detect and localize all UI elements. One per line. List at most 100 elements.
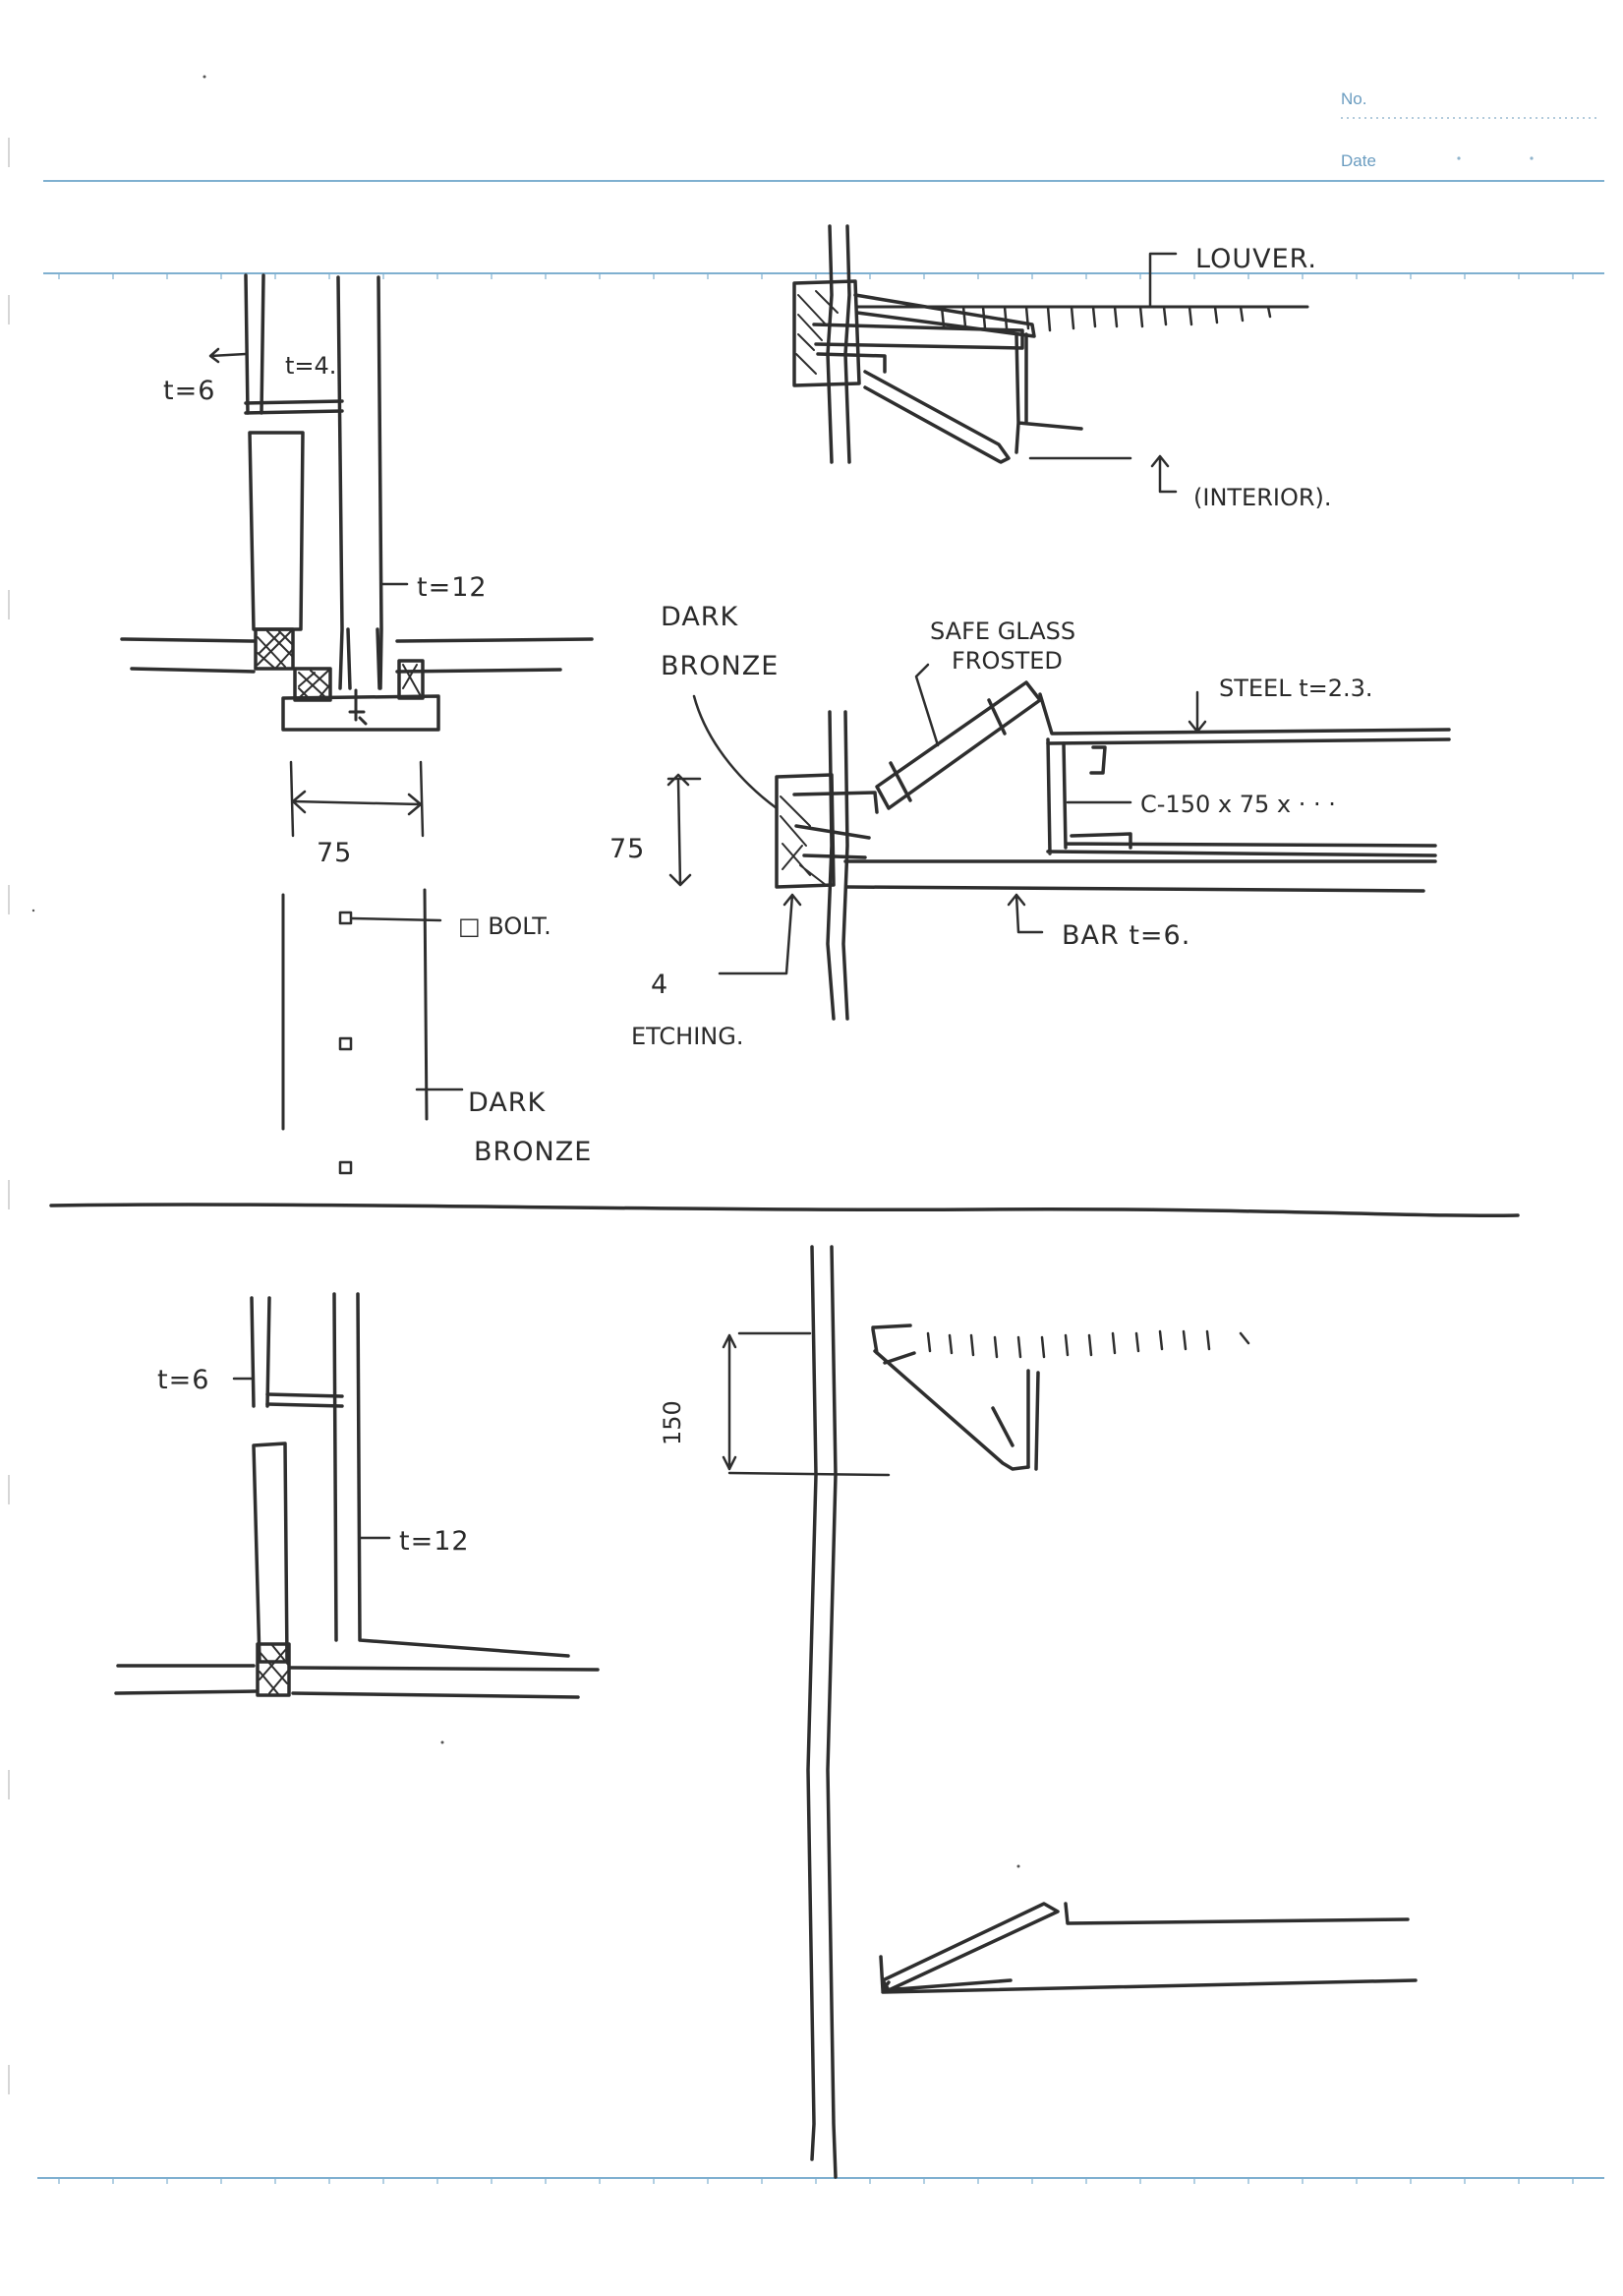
wall-line [806,1245,818,2161]
label-dim-150: 150 [659,1400,686,1445]
floor-line-upper [116,1664,600,1672]
label-etching-1: 4 [651,970,668,1000]
interior-leader [1028,454,1178,494]
label-interior: (INTERIOR). [1193,484,1332,511]
label-glass-2: FROSTED [952,647,1063,675]
labels-bottom-left: t=6 t=12 [157,1365,470,1557]
bracket-clip [1089,745,1107,775]
label-dim-75: 75 [317,838,352,868]
frame-inner [816,352,887,374]
bolt-square [338,1160,353,1175]
wall-line [841,710,849,1021]
frame-top [853,293,1036,338]
cap-plate [265,1392,344,1408]
plate-t12 [346,627,381,690]
bar-line [843,859,1437,893]
floor-line-upper [120,637,594,643]
base-plate [281,694,440,732]
labels-louver-top: LOUVER. (INTERIOR). [1193,244,1332,511]
mullion-outer-right [265,1296,271,1408]
dim-75-line [667,773,702,887]
mullion-inner-right [356,1292,570,1658]
label-t6: t=6 [157,1365,209,1395]
floor-line-lower [130,667,562,674]
detail-bottom-left [114,1292,600,1699]
mullion-outer-right [260,273,265,415]
date-dot [1530,156,1534,160]
label-etching-2: ETCHING. [631,1023,743,1050]
label-finish-2: BRONZE [474,1137,592,1167]
label-t12: t=12 [399,1526,470,1557]
t6-leader [208,347,248,364]
louver-fins [940,305,1272,332]
glass-panel [252,1442,289,1664]
label-finish-2: BRONZE [661,651,779,681]
label-t12: t=12 [417,572,488,603]
page-rules [37,180,1604,2179]
mullion-inner-right [377,275,383,690]
labels-skylight: DARK BRONZE SAFE GLASS FROSTED STEEL t=2… [609,602,1373,1050]
cap-plate [244,399,344,415]
label-t6: t=6 [163,376,215,406]
label-t4: t=4. [285,352,336,380]
louver-blade [863,370,1011,464]
dim-150-line [722,1331,891,1477]
steel-plate [1038,692,1451,745]
bracket-clip-2 [1070,832,1132,850]
hatch [780,795,827,886]
louver-bracket [1014,332,1083,454]
paper-specks [31,75,1020,1868]
etching-leader [718,893,802,975]
glass-clip [889,698,1007,802]
label-channel: C-150 x 75 x · · · [1140,791,1336,818]
frame-box [792,279,861,387]
louver-post [1026,1369,1040,1471]
dim-75-line [289,760,425,838]
steel-leader [1188,690,1207,734]
mullion-inner-left [336,275,344,690]
mullion-outer-left [250,1296,256,1408]
detail-top-left [120,273,594,1175]
bolt-square [338,911,353,925]
label-bar: BAR t=6. [1062,920,1190,951]
rule-ticks [58,273,1574,2184]
label-steel: STEEL t=2.3. [1219,675,1373,702]
frame-box [775,773,836,889]
bolt-center [348,688,368,726]
base-block [256,1642,291,1697]
base-block-mid [293,667,332,702]
detail-skylight [667,663,1451,1021]
louver-fins [926,1329,1250,1359]
bolt-leader [350,916,442,922]
label-glass-1: SAFE GLASS [930,618,1075,645]
labels-top-left: t=6 t=4. t=12 75 □ BOLT. DARK BRONZE [163,352,592,1167]
notebook-header: No. Date [1341,89,1600,170]
glass-panel [248,431,305,631]
louver-leader [1148,252,1178,309]
hatch [257,630,422,701]
bar-leader [1007,893,1044,934]
label-dim-75: 75 [609,834,645,864]
base-block-left [254,627,295,671]
bolt-square [338,1036,353,1051]
skylight-profile [879,1902,1418,1994]
no-label: No. [1341,89,1366,108]
mullion-outer-left [244,273,250,415]
plan-line-right [423,888,429,1121]
section-divider [49,1203,1520,1218]
louver-bracket [871,1324,1030,1471]
hatch [259,1643,290,1696]
glass-panel [875,680,1042,810]
finish-leader [692,694,779,810]
channel [1046,737,1437,857]
label-finish-1: DARK [661,602,739,632]
detail-bottom-right [722,1245,1418,2179]
detail-louver-top [792,224,1309,494]
hatch [795,290,839,375]
mullion-inner-left [332,1292,338,1642]
label-louver: LOUVER. [1195,244,1317,274]
glass-leader [914,663,940,747]
date-dot [1457,156,1461,160]
base-block-right [397,659,425,700]
